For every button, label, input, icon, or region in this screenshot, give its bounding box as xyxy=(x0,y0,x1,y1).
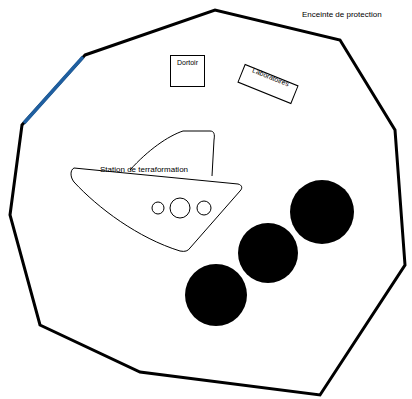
dormitory-box: Dortoir xyxy=(170,55,205,87)
laboratory-box: Laboratoires xyxy=(237,64,298,104)
station-outline xyxy=(68,128,246,254)
enclosure-wall xyxy=(10,10,405,395)
station-port xyxy=(197,201,211,215)
station-port xyxy=(152,202,164,214)
station-shape: Station de terraformation xyxy=(68,128,246,254)
enclosure-gate xyxy=(24,57,83,123)
node-label: Station de terraformation xyxy=(100,166,188,175)
black-disc xyxy=(238,223,298,283)
station-port xyxy=(170,198,190,218)
node-label: Enceinte de protection xyxy=(302,11,382,20)
node-label: Laboratoires xyxy=(251,67,290,89)
station-hull xyxy=(71,168,242,251)
node-label: Dortoir xyxy=(177,59,198,67)
black-disc xyxy=(185,264,247,326)
black-disc xyxy=(290,180,354,244)
